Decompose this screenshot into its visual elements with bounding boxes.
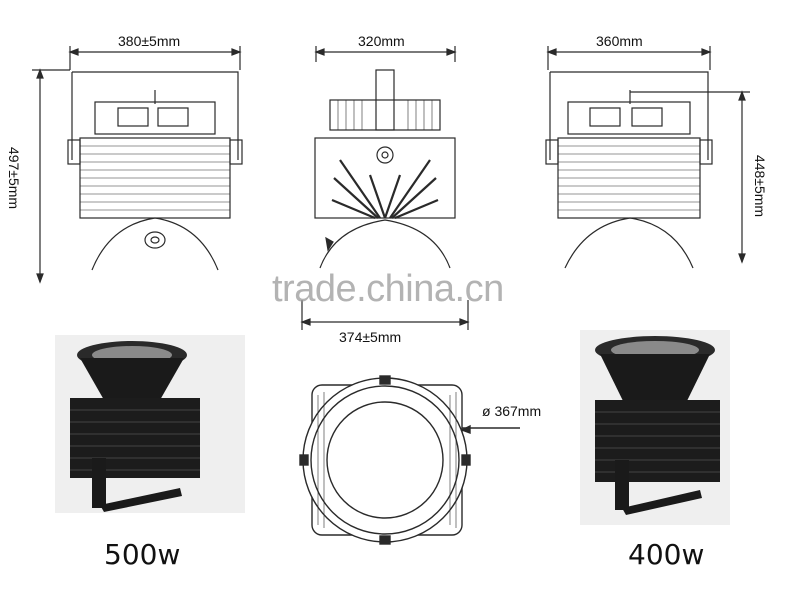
label-400w: 400w — [628, 538, 705, 571]
label-500w: 500w — [104, 538, 181, 571]
dim-label-320: 320mm — [358, 33, 405, 49]
dim-label-diameter: ø 367mm — [482, 403, 542, 419]
watermark: trade.china.cn — [272, 268, 504, 310]
front-view-400w — [545, 46, 750, 269]
dim-label-360: 360mm — [596, 33, 643, 49]
dim-label-374: 374±5mm — [339, 329, 402, 345]
front-view-500w — [32, 46, 243, 284]
bottom-ring-view — [299, 375, 520, 545]
dim-label-380: 380±5mm — [118, 33, 181, 49]
side-view — [300, 46, 470, 330]
dim-label-448: 448±5mm — [752, 154, 768, 218]
dim-label-497: 497±5mm — [6, 146, 22, 210]
product-photo-400w — [580, 330, 730, 525]
product-photo-500w — [55, 335, 245, 513]
